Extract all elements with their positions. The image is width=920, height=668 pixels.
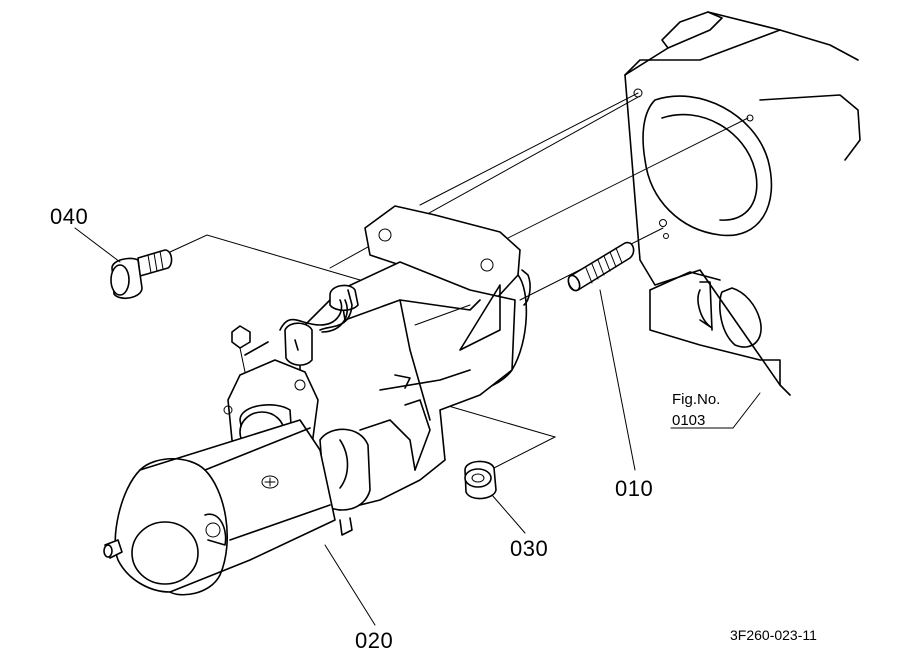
drawing-code: 3F260-023-11 [730,627,817,643]
part-label-030: 030 [510,536,549,561]
bolt-040 [110,249,173,300]
engine-housing [624,11,861,396]
part-label-020: 020 [355,628,394,653]
leader-lines [74,227,761,626]
stud-bolt-010 [567,241,635,292]
part-label-040: 040 [50,204,89,229]
nut-030 [464,460,497,500]
starter-motor-020 [103,205,531,596]
fig-ref-number: 0103 [672,412,706,429]
fig-ref-label: Fig.No. [672,391,721,408]
part-label-010: 010 [615,476,654,501]
